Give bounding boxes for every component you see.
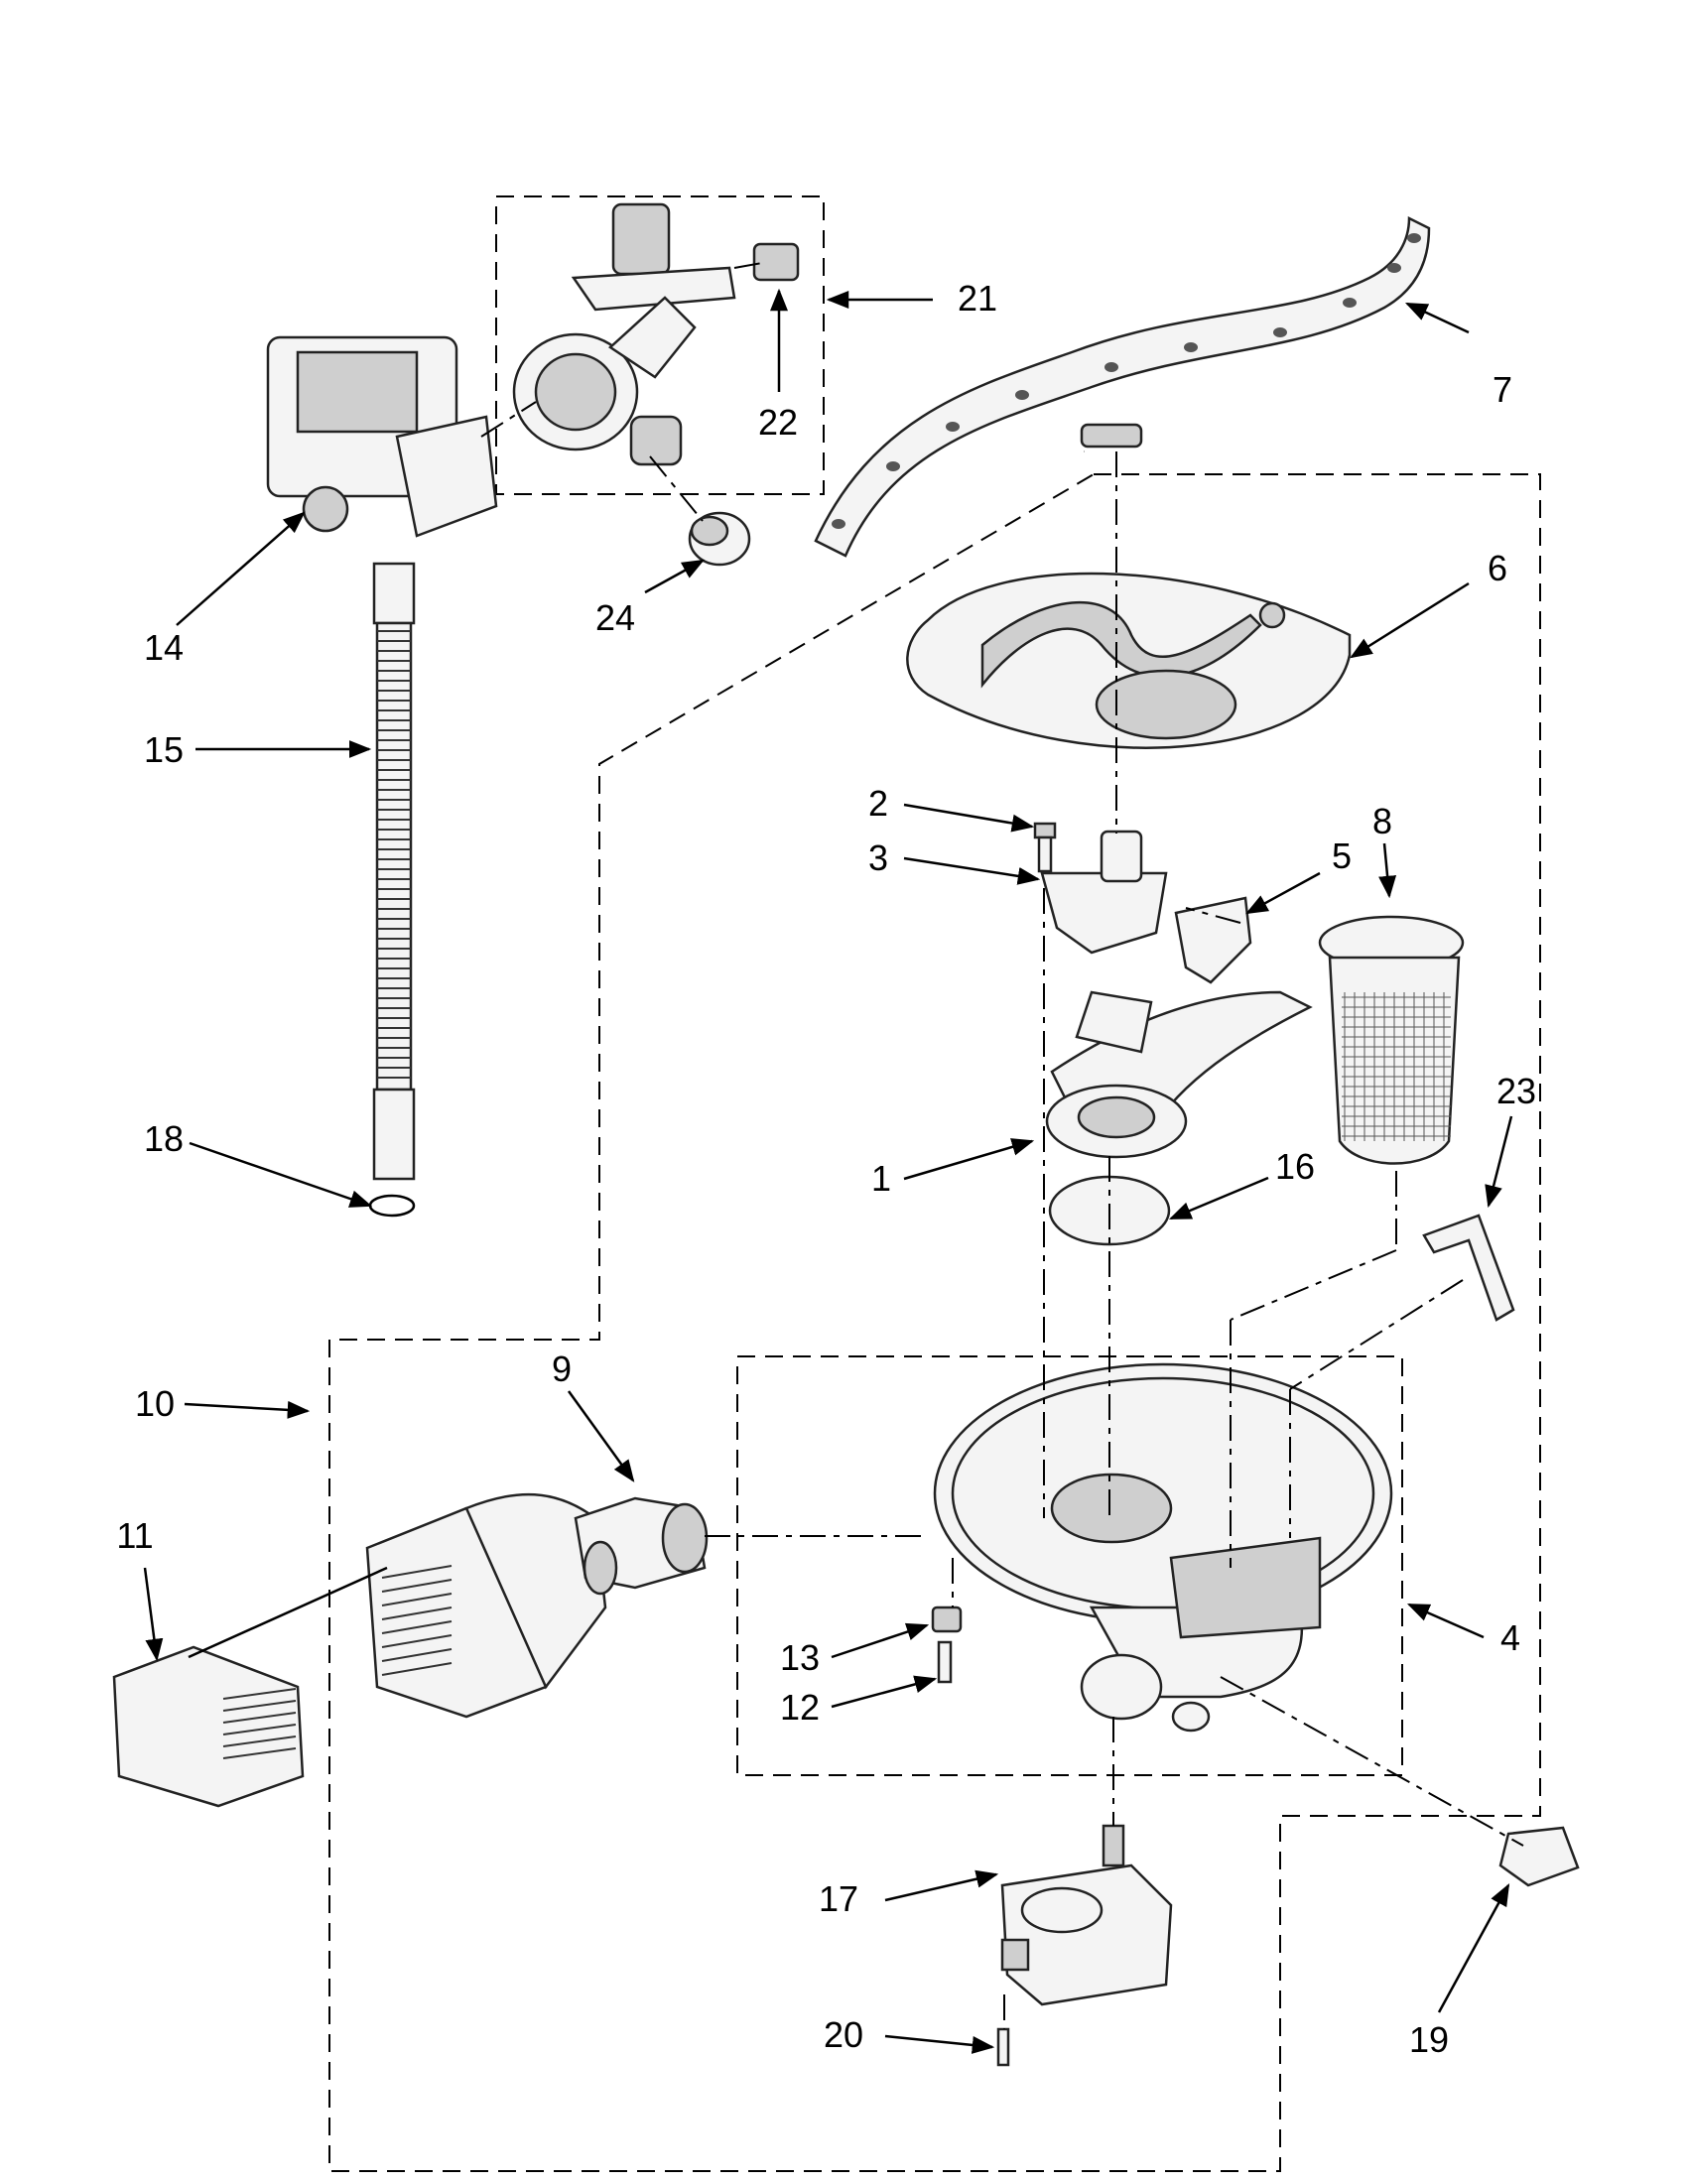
group-box-21 <box>495 195 825 495</box>
callout-8: 8 <box>1372 801 1392 841</box>
callout-2: 2 <box>868 783 888 824</box>
callout-3: 3 <box>868 837 888 878</box>
callout-9: 9 <box>552 1349 572 1389</box>
part-6-deflector <box>906 572 1352 749</box>
part-14-drain-pump <box>266 335 498 538</box>
part-19-sensor <box>1498 1826 1580 1887</box>
callout-23: 23 <box>1496 1071 1536 1111</box>
callout-18: 18 <box>144 1118 184 1159</box>
part-22-sensor-clip <box>752 242 800 282</box>
callout-21: 21 <box>958 278 997 319</box>
callout-20: 20 <box>824 2014 863 2055</box>
part-24-cap <box>688 511 751 567</box>
part-9-circulation-pump <box>365 1492 709 1719</box>
part-11-cover <box>112 1645 305 1808</box>
part-3-mount <box>1040 830 1168 955</box>
callout-16: 16 <box>1275 1146 1315 1187</box>
part-12-screw <box>937 1640 953 1684</box>
callout-19: 19 <box>1409 2019 1449 2060</box>
callout-10: 10 <box>135 1383 175 1424</box>
callout-7: 7 <box>1493 369 1512 410</box>
callout-24: 24 <box>595 597 635 638</box>
part-7-spray-arm <box>814 215 1431 558</box>
callout-5: 5 <box>1332 835 1352 876</box>
callout-4: 4 <box>1500 1617 1520 1658</box>
callout-6: 6 <box>1488 548 1507 588</box>
callout-14: 14 <box>144 627 184 668</box>
part-17-diverter-motor <box>1000 1824 1173 2006</box>
leader-arrows <box>143 288 1513 2054</box>
callout-17: 17 <box>819 1878 858 1919</box>
part-15-drain-hose <box>372 562 416 1181</box>
part-18-hose-clamp <box>368 1194 416 1218</box>
part-4-sump <box>933 1362 1393 1733</box>
part-8-filter <box>1318 915 1465 1165</box>
group-boxes <box>328 195 1541 2172</box>
group-box-10 <box>328 473 1541 2172</box>
callout-13: 13 <box>780 1637 820 1678</box>
part-2-screw <box>1033 822 1057 873</box>
part-13-bracket <box>931 1606 963 1633</box>
part-21-valve-assembly <box>512 202 736 466</box>
part-5-clip <box>1174 896 1252 984</box>
group-box-4 <box>736 1355 1403 1776</box>
callout-11: 11 <box>116 1515 153 1556</box>
callout-labels: 21 22 7 14 24 6 15 2 3 5 8 23 18 1 16 9 … <box>116 278 1536 2060</box>
callout-12: 12 <box>780 1687 820 1728</box>
part-1-manifold <box>1045 990 1313 1159</box>
part-23-clip <box>1422 1214 1515 1322</box>
part-20-screw <box>996 2027 1010 2067</box>
callout-15: 15 <box>144 729 184 770</box>
center-lines <box>188 262 1524 2029</box>
callout-1: 1 <box>871 1158 891 1199</box>
callout-22: 22 <box>758 402 798 443</box>
